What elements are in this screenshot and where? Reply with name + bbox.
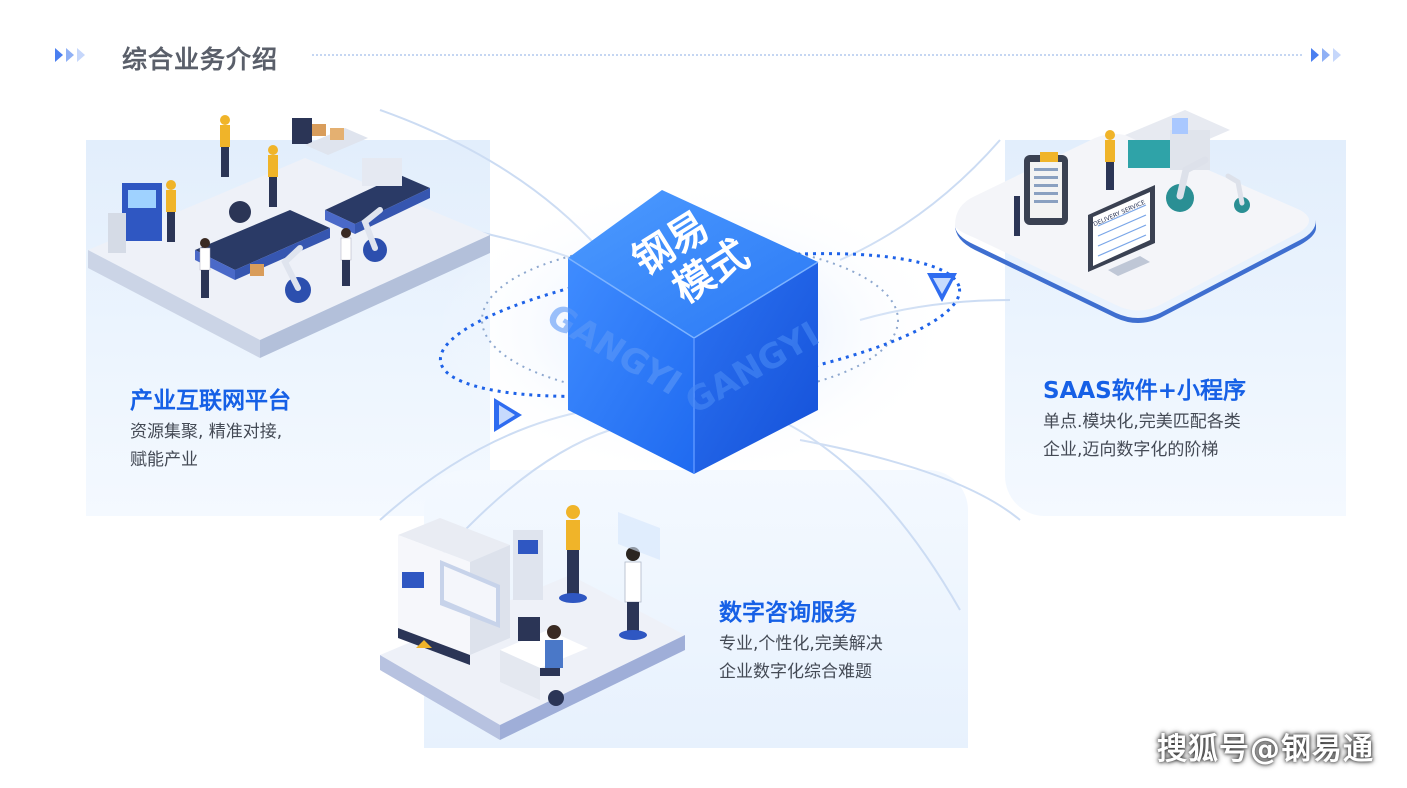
header-divider [312, 54, 1302, 56]
factory-illustration [88, 115, 490, 358]
section-title-saas: SAAS软件+小程序 [1043, 378, 1247, 404]
desc-line: 专业,个性化,完美解决 [719, 634, 883, 654]
saas-illustration: DELIVERY SERVICE [955, 110, 1316, 323]
chevron-right-icon [1333, 48, 1341, 62]
desc-line: 单点.模块化,完美匹配各类 [1043, 412, 1241, 432]
desc-line: 企业,迈向数字化的阶梯 [1043, 440, 1219, 460]
section-desc-consulting: 专业,个性化,完美解决 企业数字化综合难题 [719, 630, 883, 686]
chevron-right-icon [55, 48, 63, 62]
section-title-industry-platform: 产业互联网平台 [130, 388, 291, 414]
section-title-consulting: 数字咨询服务 [719, 600, 857, 626]
chevron-right-icon [1311, 48, 1319, 62]
section-desc-saas: 单点.模块化,完美匹配各类 企业,迈向数字化的阶梯 [1043, 408, 1241, 464]
section-desc-industry-platform: 资源集聚, 精准对接, 赋能产业 [130, 418, 282, 474]
cube-graphic [567, 190, 819, 474]
chevron-right-icon [1322, 48, 1330, 62]
header-arrows-right [1311, 48, 1341, 62]
desc-line: 资源集聚, 精准对接, [130, 422, 283, 442]
chevron-right-icon [66, 48, 74, 62]
desc-line: 企业数字化综合难题 [719, 662, 872, 682]
orbit-blue [438, 252, 962, 398]
page-title: 综合业务介绍 [122, 45, 279, 74]
header-arrows-left [55, 48, 85, 62]
watermark: 搜狐号@钢易通 [1157, 732, 1374, 767]
chevron-right-icon [77, 48, 85, 62]
desc-line: 赋能产业 [130, 450, 198, 470]
consulting-illustration [380, 505, 685, 740]
